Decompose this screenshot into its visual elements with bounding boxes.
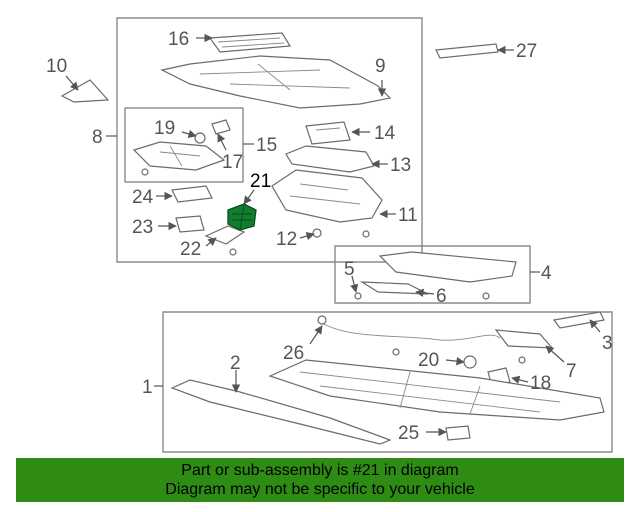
part-23[interactable] [175,215,205,233]
part-9[interactable] [160,55,392,109]
callout-20: 20 [418,350,439,371]
callout-12: 12 [276,229,297,250]
group-frame-15 [124,107,244,183]
part-2[interactable] [170,379,392,445]
part-6[interactable] [359,281,490,300]
callout-19: 19 [154,118,175,139]
leader-18 [511,375,529,384]
banner-line-2: Diagram may not be specific to your vehi… [165,481,475,498]
callout-15: 15 [256,135,277,156]
callout-1: 1 [142,377,153,398]
parts-diagram: 16 9 10 27 8 19 17 15 14 13 11 12 21 24 … [46,17,613,453]
callout-16: 16 [168,29,189,50]
callout-2: 2 [230,353,241,374]
leader-6 [415,288,435,298]
group-frame-1 [162,311,613,453]
callout-10: 10 [46,56,67,77]
leader-21 [243,189,255,205]
callout-3: 3 [602,333,613,354]
callout-25: 25 [398,423,419,444]
leader-12 [299,232,315,241]
group-frame-4 [334,245,531,304]
callout-4: 4 [541,263,552,284]
leader-19 [181,129,197,138]
callout-6: 6 [436,286,447,307]
leader-10 [65,75,79,91]
callout-27: 27 [516,41,537,62]
callout-8: 8 [92,127,103,148]
part-19[interactable] [194,132,206,144]
leader-7 [545,345,565,363]
part-13[interactable] [285,145,375,173]
part-24[interactable] [171,185,213,203]
leader-17 [217,133,227,151]
part-16[interactable] [208,32,292,53]
part-27[interactable] [435,43,499,59]
info-banner: Part or sub-assembly is #21 in diagram D… [16,458,624,502]
callout-22: 22 [180,239,201,260]
callout-18: 18 [530,373,551,394]
part-26[interactable] [317,315,501,356]
part-17[interactable] [211,119,231,135]
callout-7: 7 [566,361,577,382]
part-21-highlighted[interactable] [227,203,257,231]
callout-21: 21 [250,171,271,192]
callout-14: 14 [374,123,396,144]
part-15-bracket[interactable] [132,141,226,176]
part-14[interactable] [305,121,351,145]
part-25[interactable] [445,425,471,441]
part-10[interactable] [60,79,110,103]
part-7[interactable] [494,329,554,364]
banner-line-1: Part or sub-assembly is #21 in diagram [181,462,459,479]
part-12[interactable] [312,228,370,238]
leader-3 [589,319,601,333]
callout-17: 17 [222,152,243,173]
callout-23: 23 [132,217,153,238]
leader-22 [205,237,217,247]
leader-5 [350,275,359,293]
part-5[interactable] [354,292,362,300]
part-20[interactable] [463,355,477,369]
part-1[interactable] [268,359,605,421]
callout-26: 26 [283,343,304,364]
callout-24: 24 [132,187,154,208]
callout-9: 9 [375,56,386,77]
part-22[interactable] [204,225,246,256]
part-11[interactable] [271,169,383,223]
part-4[interactable] [378,251,517,283]
part-3[interactable] [552,311,605,329]
callout-5: 5 [344,259,355,280]
leader-26 [309,325,323,345]
callout-11: 11 [398,205,418,226]
callout-13: 13 [390,155,411,176]
leader-20 [445,356,465,366]
